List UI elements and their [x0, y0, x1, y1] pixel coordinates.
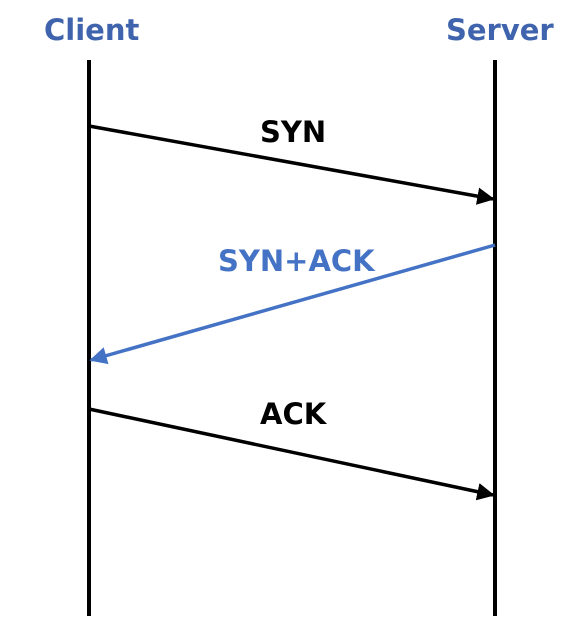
ack-label: ACK: [260, 397, 327, 431]
syn-arrow: [88, 124, 495, 205]
client-label: Client: [44, 13, 140, 47]
synack-arrow: [89, 243, 496, 365]
synack-label: SYN+ACK: [218, 244, 375, 278]
syn-label: SYN: [260, 115, 327, 149]
server-label: Server: [446, 13, 554, 47]
ack-arrow: [88, 407, 495, 501]
